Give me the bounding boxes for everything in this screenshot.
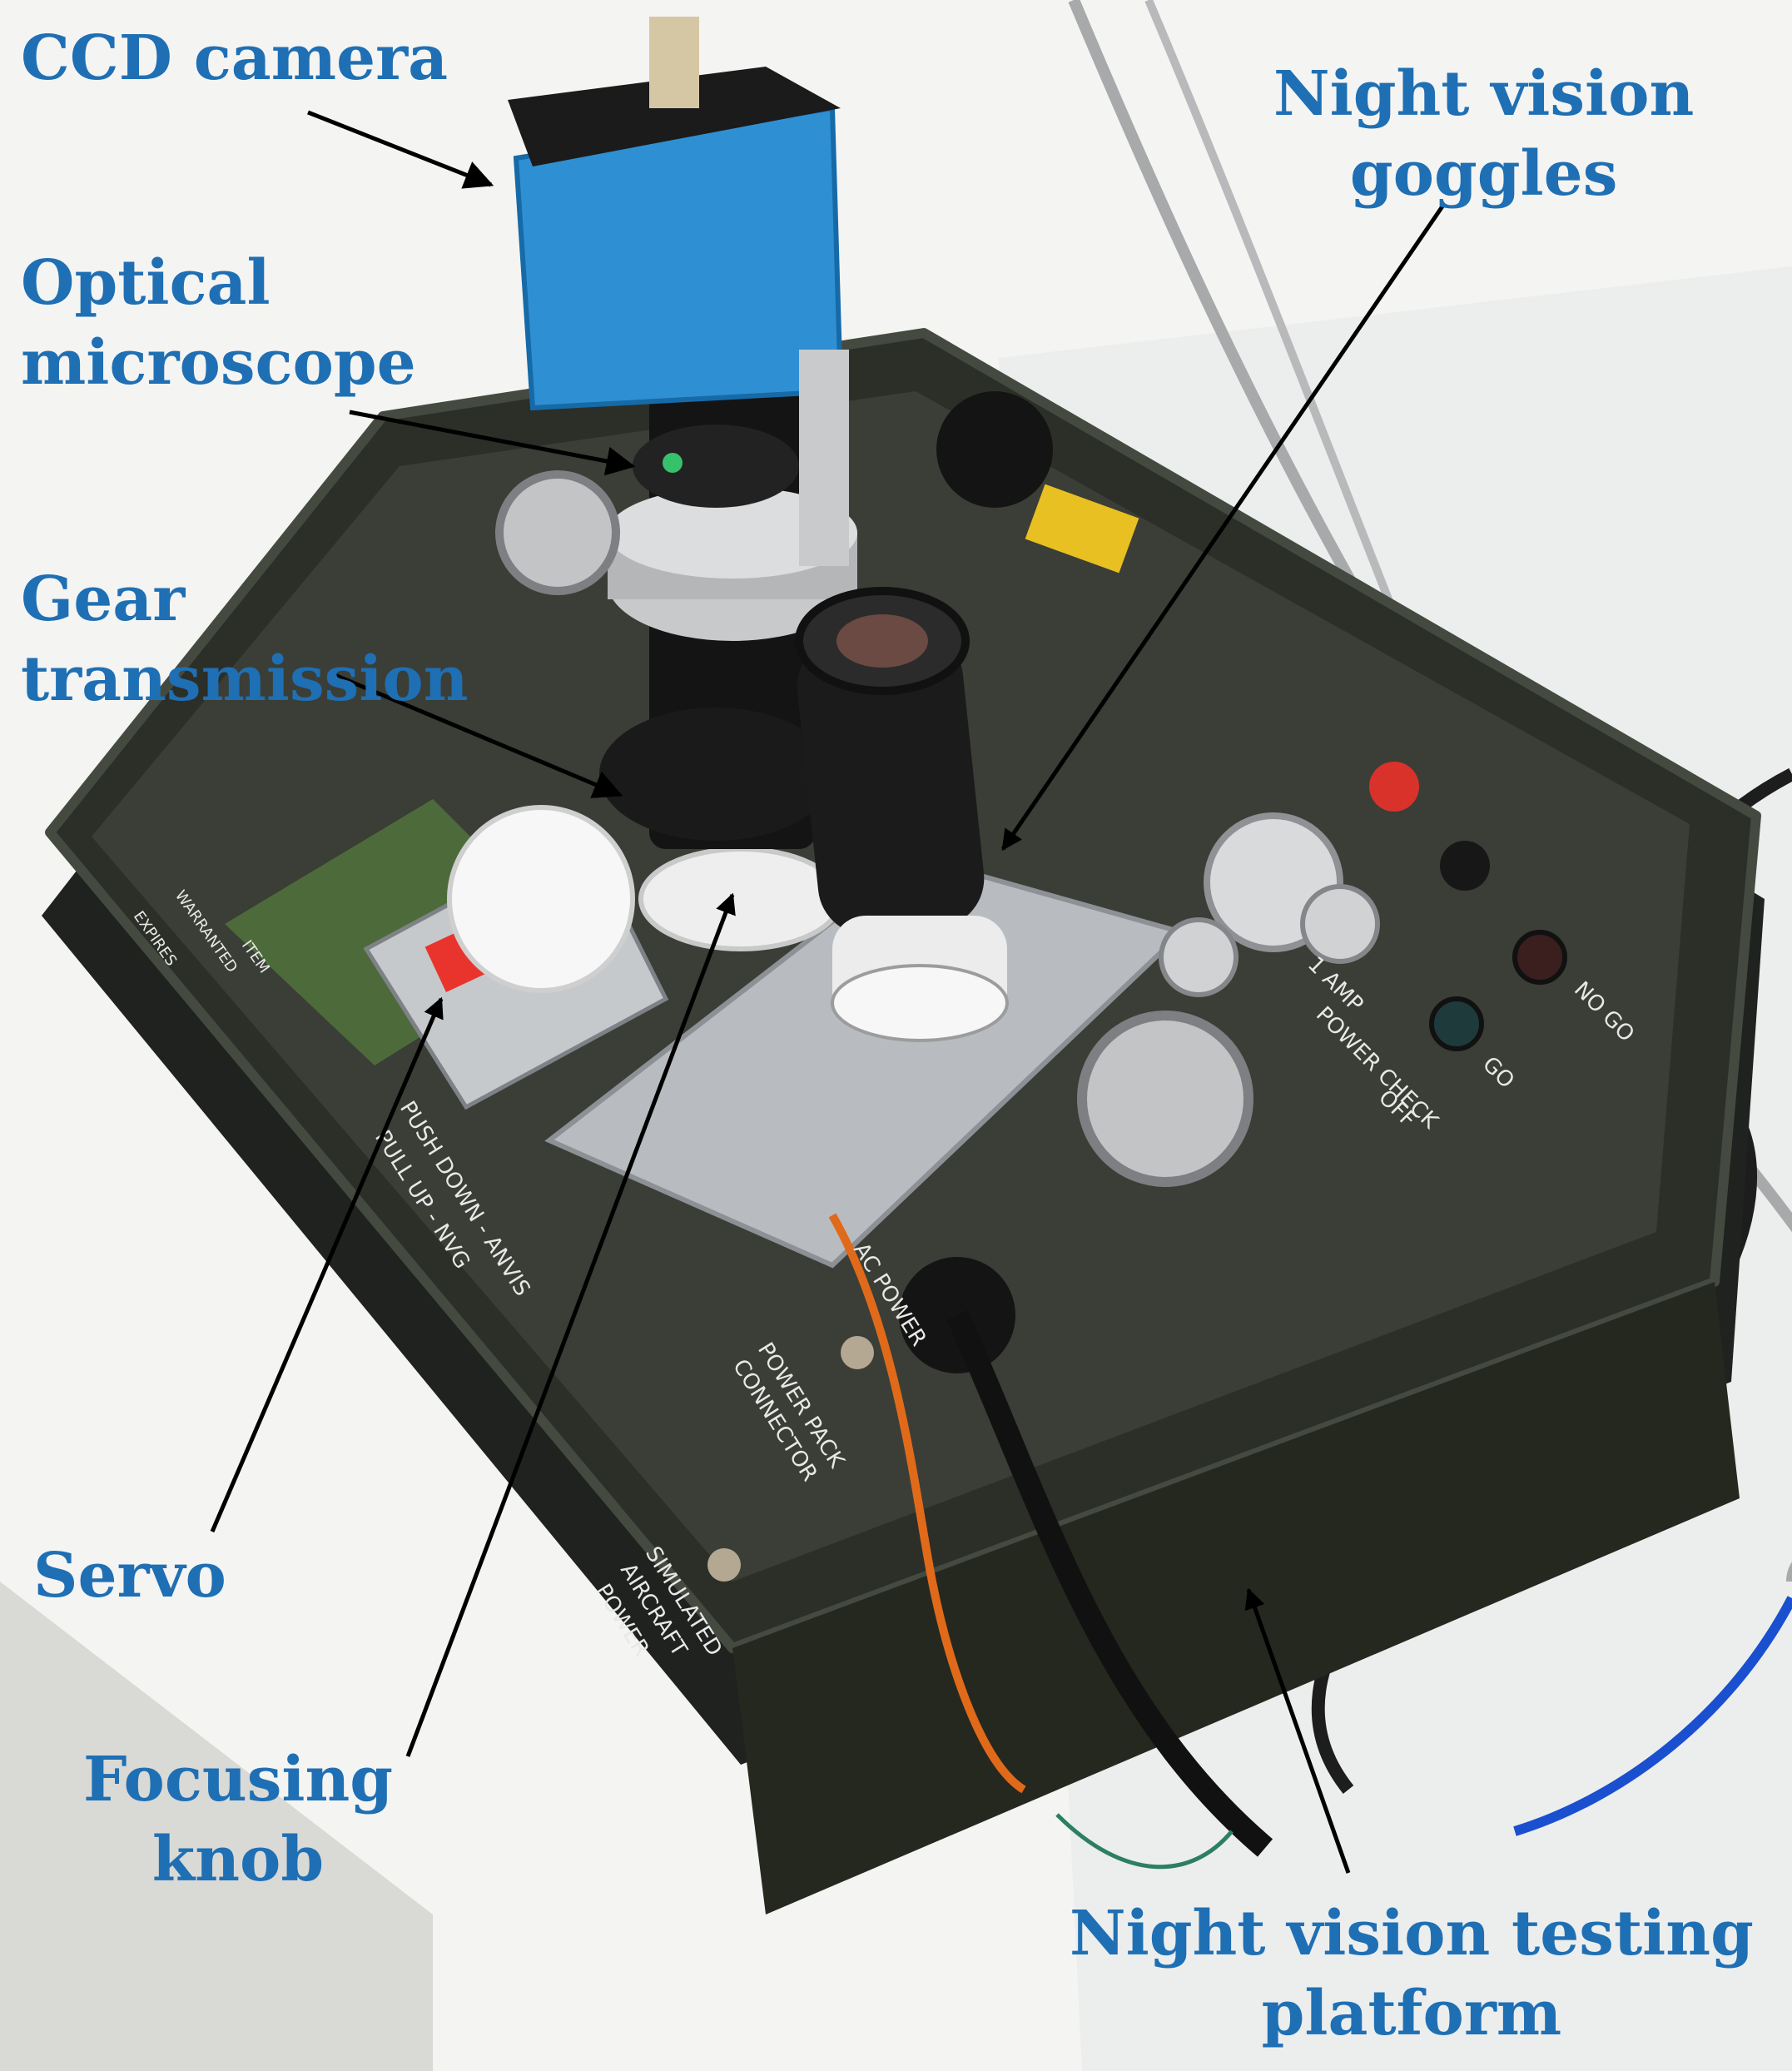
platform-front [732, 1282, 1740, 1915]
adjust-knob-top [495, 470, 620, 595]
camera-cable [649, 17, 699, 108]
label-focusing-knob: Focusing knob [83, 1740, 393, 1900]
power-pack-connector [841, 1336, 874, 1369]
yellow-label-disc [936, 391, 1053, 508]
label-gear-line2: transmission [21, 643, 469, 715]
arrow-gear-transmission [332, 672, 623, 798]
microscope-base [599, 708, 832, 841]
indicator-go [1429, 996, 1484, 1051]
arrow-optical-microscope [349, 410, 636, 476]
label-night-vision-testing-platform: Night vision testing platform [1070, 1894, 1754, 2054]
yellow-warning-sticker [1025, 484, 1139, 574]
red-button [1369, 762, 1419, 812]
aircraft-power-connector [707, 1548, 741, 1582]
label-ccd-camera: CCD camera [21, 18, 448, 98]
label-night-vision-goggles: Night vision goggles [1273, 54, 1694, 214]
label-servo: Servo [33, 1536, 226, 1616]
label-optical-microscope: Optical microscope [21, 243, 416, 403]
nvg-tube [797, 629, 985, 936]
gear-white [447, 805, 635, 993]
blue-cable [1513, 1596, 1792, 1836]
black-button [1440, 841, 1490, 891]
indicator-nogo [1512, 930, 1567, 985]
label-gear-line1: Gear [21, 564, 186, 635]
label-platform-line1: Night vision testing [1070, 1898, 1754, 1969]
nvg-sleeve-end [831, 964, 1009, 1042]
label-gear-transmission: Gear transmission [21, 559, 469, 719]
label-focus-line1: Focusing [83, 1744, 394, 1815]
camera-stand [799, 350, 849, 566]
arrow-ccd-camera [307, 110, 494, 189]
focus-gear [638, 847, 843, 951]
microscope-ring-top [608, 487, 857, 579]
label-servo-text: Servo [33, 1540, 226, 1612]
annotation-arrows [210, 110, 1447, 1874]
microscope-lens [633, 425, 799, 508]
label-ccd-camera-text: CCD camera [21, 22, 449, 94]
label-optical-line1: Optical [21, 247, 271, 319]
green-wire [1055, 1813, 1234, 1870]
label-nvg-line2: goggles [1349, 138, 1618, 210]
fuse-holder-2 [1300, 884, 1380, 964]
power-cable [946, 1310, 1273, 1857]
nvg-lens-glass [836, 614, 928, 668]
label-focus-line2: knob [151, 1824, 325, 1895]
label-nvg-line1: Night vision [1273, 58, 1695, 130]
arrow-focusing-knob [405, 892, 736, 1757]
adjust-knob-bottom [1077, 1011, 1253, 1187]
fuse-holder-1 [1159, 917, 1239, 997]
label-optical-line2: microscope [21, 327, 416, 399]
floor-tiles [0, 1582, 433, 2071]
green-dot [663, 453, 683, 473]
servo-wire [828, 1213, 1026, 1794]
arrow-testing-platform [1244, 1587, 1351, 1874]
ccd-camera-top [508, 67, 841, 166]
arrow-night-vision-goggles [1000, 202, 1447, 852]
label-platform-line2: platform [1261, 1978, 1562, 2049]
arrow-servo [210, 996, 444, 1532]
